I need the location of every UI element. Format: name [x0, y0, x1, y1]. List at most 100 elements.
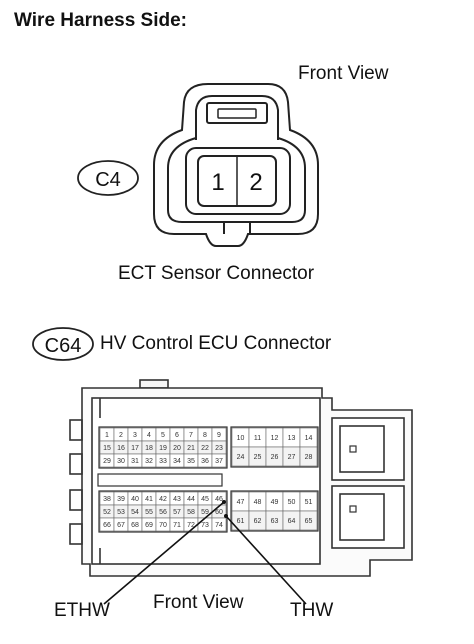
hv-pin-label: 4	[147, 432, 151, 439]
hv-connector-top-tab	[139, 379, 169, 389]
hv-pin-label: 53	[117, 509, 125, 516]
hv-pin-cell	[211, 517, 227, 532]
hv-pin-label: 61	[237, 518, 245, 525]
hv-pin-label: 67	[117, 522, 125, 529]
hv-pin-label: 54	[131, 509, 139, 516]
hv-pin-label: 50	[288, 499, 296, 506]
hv-pin-label: 28	[305, 454, 313, 461]
hv-connector-notch-4	[69, 523, 83, 545]
hv-pin-label: 19	[159, 445, 167, 452]
hv-pin-label: 72	[187, 522, 195, 529]
hv-connector	[69, 379, 413, 577]
hv-code-oval	[32, 327, 94, 361]
ect-connector	[153, 83, 319, 247]
hv-pin-label: 15	[103, 445, 111, 452]
hv-pin-label: 23	[215, 445, 223, 452]
hv-connector-latch-lower-pin	[349, 505, 357, 513]
hv-pin-label: 42	[159, 496, 167, 503]
hv-pin-label: 13	[288, 435, 296, 442]
hv-connector-latch-upper	[331, 417, 405, 481]
hv-pin-label: 38	[103, 496, 111, 503]
hv-connector-latch-lower-inner	[339, 493, 385, 541]
hv-pin-label: 11	[254, 435, 261, 442]
hv-pin-label: 2	[119, 432, 123, 439]
hv-pin-cell	[211, 453, 227, 468]
hv-pin-label: 57	[173, 509, 181, 516]
hv-pin-label: 17	[131, 445, 139, 452]
hv-pin-label: 31	[131, 458, 139, 465]
hv-pin-label: 16	[117, 445, 125, 452]
hv-pin-label: 33	[159, 458, 167, 465]
hv-connector-latch-upper-pin	[349, 445, 357, 453]
hv-pin-label: 45	[201, 496, 209, 503]
hv-pin-label: 20	[173, 445, 181, 452]
hv-pin-label: 12	[271, 435, 279, 442]
hv-connector-notch-2	[69, 453, 83, 475]
callout-line-ethw	[103, 501, 225, 605]
hv-pin-label: 59	[201, 509, 209, 516]
hv-pin-label: 21	[187, 445, 195, 452]
hv-connector-notch-1	[69, 419, 83, 441]
hv-connector-center-bar	[97, 473, 223, 487]
hv-pin-label: 40	[131, 496, 139, 503]
hv-pin-label: 69	[145, 522, 153, 529]
hv-pin-label: 8	[203, 432, 207, 439]
ect-code: C4	[95, 169, 121, 191]
hv-pin-label: 48	[254, 499, 262, 506]
hv-pin-label: 35	[187, 458, 195, 465]
front-view-label-ect: Front View	[298, 63, 389, 84]
callout-thw: THW	[290, 600, 334, 621]
hv-pin-label: 30	[117, 458, 125, 465]
ect-connector-bottom-key	[223, 222, 251, 234]
hv-pin-label: 10	[237, 435, 245, 442]
heading: Wire Harness Side:	[14, 10, 188, 31]
hv-pin-label: 9	[217, 432, 221, 439]
callout-dot-thw	[224, 514, 228, 518]
hv-pin-label: 36	[201, 458, 209, 465]
ect-code-oval	[77, 160, 139, 196]
hv-pin-cell	[299, 446, 318, 467]
hv-connector-title: HV Control ECU Connector	[100, 333, 332, 354]
ect-connector-latch-slot	[217, 108, 257, 119]
hv-pin-label: 24	[237, 454, 245, 461]
hv-pin-label: 73	[201, 522, 209, 529]
hv-pin-label: 3	[133, 432, 137, 439]
hv-pin-label: 37	[215, 458, 223, 465]
hv-pin-label: 62	[254, 518, 262, 525]
hv-pin-label: 51	[305, 499, 313, 506]
hv-pin-label: 34	[173, 458, 181, 465]
ect-connector-pin-housing	[185, 147, 291, 215]
hv-pin-label: 47	[237, 499, 245, 506]
hv-connector-latch-lower	[331, 485, 405, 549]
front-view-label-hv: Front View	[153, 592, 244, 613]
hv-pin-label: 22	[201, 445, 209, 452]
hv-pin-label: 65	[305, 518, 313, 525]
hv-pin-label: 27	[288, 454, 296, 461]
hv-pin-label: 49	[271, 499, 279, 506]
hv-pin-label: 41	[145, 496, 153, 503]
hv-pin-label: 18	[145, 445, 153, 452]
hv-pin-label: 66	[103, 522, 111, 529]
hv-pin-label: 58	[187, 509, 195, 516]
hv-pin-label: 6	[175, 432, 179, 439]
hv-pin-label: 7	[189, 432, 193, 439]
hv-connector-latch-upper-inner	[339, 425, 385, 473]
ect-connector-title: ECT Sensor Connector	[118, 263, 315, 284]
hv-pin-label: 60	[215, 509, 223, 516]
hv-pin-label: 43	[173, 496, 181, 503]
callout-line-thw	[225, 515, 307, 605]
ect-connector-outer-body	[153, 83, 319, 247]
hv-pin-label: 70	[159, 522, 167, 529]
hv-pin-label: 44	[187, 496, 195, 503]
hv-pin-label: 14	[305, 435, 313, 442]
ect-pin-2: 2	[249, 169, 262, 196]
hv-pin-label: 71	[173, 522, 181, 529]
hv-pin-label: 39	[117, 496, 125, 503]
hv-pin-label: 55	[145, 509, 153, 516]
ect-pin-1: 1	[211, 169, 224, 196]
hv-pin-label: 74	[215, 522, 223, 529]
callout-dot-ethw	[222, 500, 226, 504]
hv-pin-cell	[299, 510, 318, 531]
